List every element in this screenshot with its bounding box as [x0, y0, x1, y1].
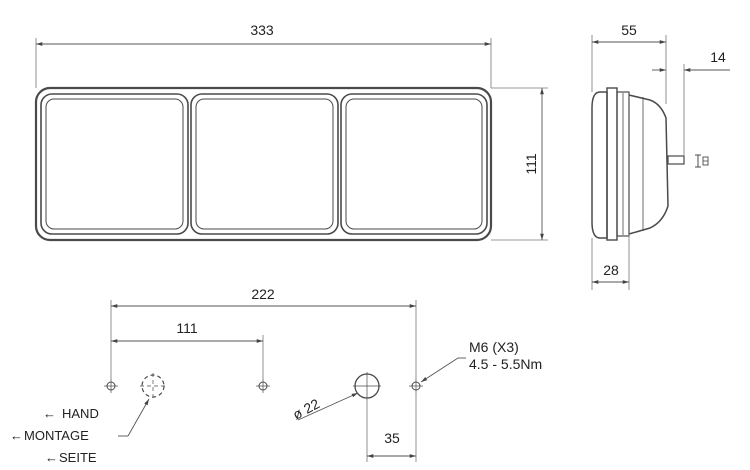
- arrow-left-icon: ←: [10, 428, 23, 443]
- height-label: 111: [523, 153, 539, 174]
- outer-spacing-label: 222: [251, 286, 275, 302]
- connector-pin: [667, 155, 685, 165]
- connector-symbol: [695, 154, 709, 168]
- side-label-hand: HAND: [62, 406, 99, 421]
- offset-dimension: 35: [366, 392, 417, 462]
- lamp-housing-outline: [34, 86, 493, 242]
- depth-dimension: 55: [591, 22, 667, 104]
- width-dimension: 333: [35, 22, 492, 88]
- width-label: 333: [250, 22, 274, 38]
- mounting-side-callout: ← HAND ← MONTAGE ← SEITE: [10, 398, 150, 465]
- height-dimension: 111: [491, 87, 548, 241]
- inner-spacing-label: 111: [176, 320, 197, 336]
- depth-label: 55: [621, 22, 637, 38]
- mounting-view: 222 111 ø 22 35 M6 (X3) 4.5 - 5.5Nm: [10, 286, 542, 465]
- side-lens: [591, 91, 608, 239]
- lens-chamber-left: [40, 93, 189, 235]
- hole-diameter-label: ø 22: [290, 395, 322, 422]
- inner-spacing-dimension: 111: [111, 320, 264, 380]
- base-dimension: 28: [591, 234, 630, 290]
- outer-spacing-dimension: 222: [110, 286, 417, 380]
- cable-hole-dashed: [140, 373, 166, 399]
- side-label-seite: SEITE: [59, 450, 97, 465]
- side-view: 55 14 28: [591, 22, 730, 290]
- front-view: 333 111: [34, 22, 548, 242]
- side-rim: [606, 87, 618, 241]
- lens-chamber-right: [340, 93, 488, 235]
- mount-hole-right: [409, 379, 423, 393]
- thread-callout: M6 (X3) 4.5 - 5.5Nm: [420, 339, 542, 383]
- mount-hole-left: [104, 379, 118, 393]
- thread-label: M6 (X3): [469, 339, 519, 355]
- base-label: 28: [603, 262, 619, 278]
- mount-hole-middle: [256, 379, 270, 393]
- side-body: [628, 94, 669, 235]
- hole-diameter-callout: ø 22: [290, 392, 359, 423]
- connector-label: 14: [710, 49, 726, 65]
- connector-dimension: 14: [652, 49, 730, 156]
- side-label-montage: MONTAGE: [24, 428, 89, 443]
- arrow-left-icon: ←: [43, 406, 56, 421]
- torque-label: 4.5 - 5.5Nm: [469, 356, 542, 372]
- lens-chamber-center: [190, 93, 339, 235]
- cable-hole: [353, 372, 381, 400]
- offset-label: 35: [384, 430, 400, 446]
- arrow-left-icon: ←: [45, 450, 58, 465]
